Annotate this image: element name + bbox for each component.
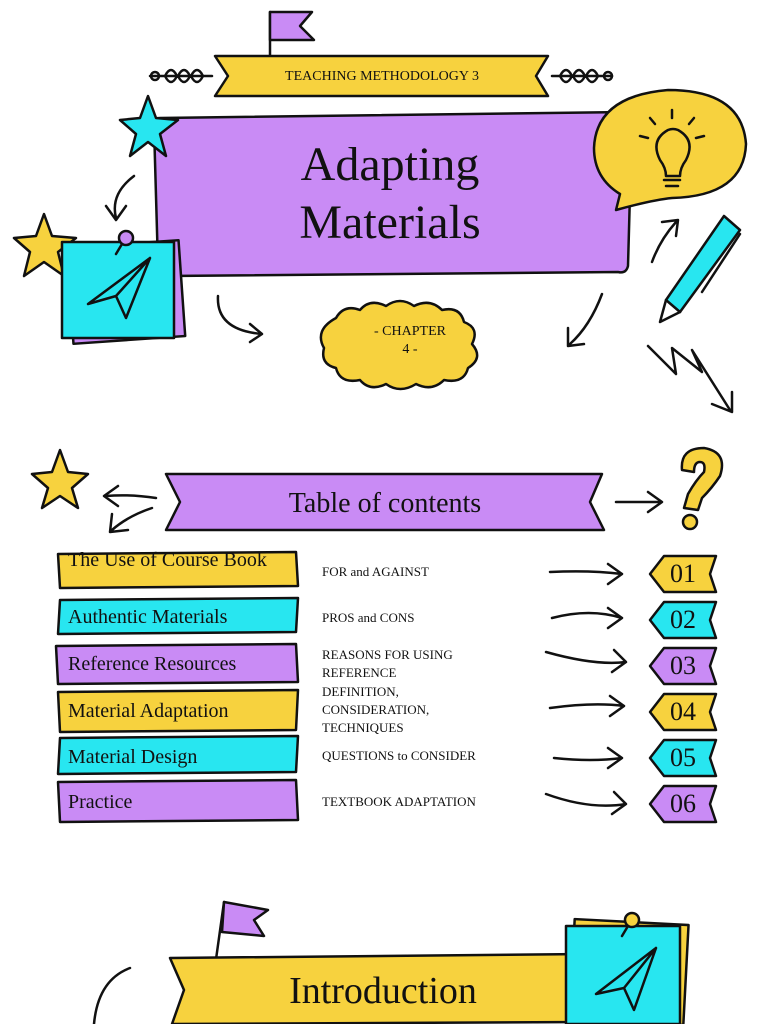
toc-item-label[interactable]: Reference Resources — [68, 653, 237, 675]
lightbulb-icon — [638, 108, 706, 188]
toc-item-number[interactable]: 03 — [670, 651, 696, 680]
toc-item-number[interactable]: 04 — [670, 697, 696, 726]
pen-icon — [658, 214, 742, 324]
toc-item-label[interactable]: Material Design — [68, 746, 198, 768]
toc-item-label[interactable]: Material Adaptation — [68, 700, 229, 722]
arrow-icon — [548, 694, 626, 718]
course-ribbon-label: TEACHING METHODOLOGY 3 — [285, 69, 479, 84]
star-icon — [12, 212, 78, 278]
arrow-icon — [650, 218, 680, 264]
toc-item-description: DEFINITION, CONSIDERATION, TECHNIQUES — [322, 684, 430, 735]
arrow-icon — [614, 490, 664, 514]
arrow-icon — [548, 562, 624, 586]
toc-item-label[interactable]: Practice — [68, 791, 133, 813]
section-title: Introduction — [289, 970, 477, 1012]
chapter-label: - CHAPTER 4 - — [345, 323, 475, 363]
title-line: Adapting — [300, 138, 480, 191]
arrow-icon — [102, 484, 158, 508]
toc-item-description: REASONS FOR USING REFERENCE — [322, 647, 453, 680]
page-title: Adapting Materials — [170, 136, 610, 266]
toc-item-number[interactable]: 02 — [670, 605, 696, 634]
toc-item-number[interactable]: 05 — [670, 743, 696, 772]
toc-item-description: QUESTIONS to CONSIDER — [322, 748, 476, 763]
title-line: Materials — [299, 196, 481, 249]
toc-item-description: FOR and AGAINST — [322, 564, 429, 579]
toc-item-label[interactable]: The Use of Course Book — [68, 549, 267, 571]
toc-item-label[interactable]: Authentic Materials — [68, 606, 228, 628]
arrow-icon — [550, 606, 624, 630]
zigzag-arrow-icon — [646, 344, 734, 414]
star-icon — [30, 448, 90, 510]
arrow-icon — [104, 174, 136, 222]
speech-bubble — [592, 88, 748, 212]
sticky-note — [60, 229, 187, 346]
paper-plane-icon — [594, 946, 658, 1012]
arrow-icon — [108, 506, 154, 534]
pushpin-icon — [620, 911, 641, 938]
arrow-icon — [216, 294, 264, 344]
toc-item-description: TEXTBOOK ADAPTATION — [322, 794, 476, 809]
laurel-icon — [550, 68, 614, 84]
paper-plane-icon — [86, 256, 152, 320]
pushpin-icon — [114, 229, 135, 256]
arrow-icon — [544, 648, 628, 674]
arrow-icon — [552, 746, 624, 770]
toc-item-description: PROS and CONS — [322, 610, 415, 625]
arrow-icon — [566, 292, 604, 348]
toc-heading: Table of contents — [288, 488, 482, 519]
toc-item-number[interactable]: 06 — [670, 789, 696, 818]
arrow-icon — [544, 790, 628, 816]
toc-item-number[interactable]: 01 — [670, 559, 696, 588]
laurel-icon — [148, 68, 214, 84]
flag-icon — [268, 10, 316, 58]
chapter-line: 4 - — [402, 342, 418, 357]
arrow-icon — [92, 966, 132, 1024]
sticky-note — [564, 911, 690, 1024]
question-mark-icon — [680, 446, 724, 531]
chapter-line: - CHAPTER — [374, 324, 446, 339]
